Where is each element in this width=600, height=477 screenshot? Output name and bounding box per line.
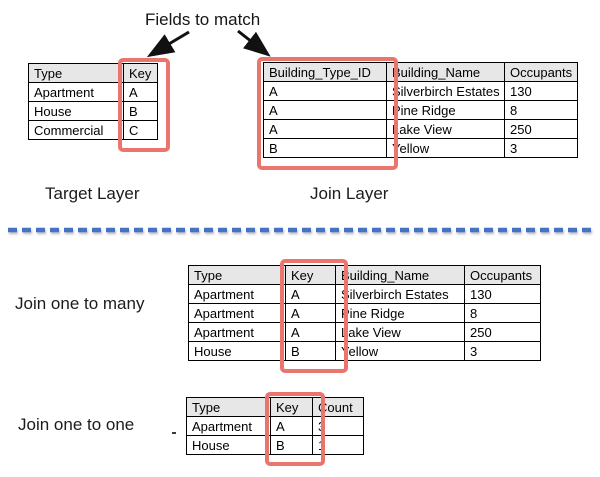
table-cell: A [285, 284, 336, 304]
table-cell: Yellow [386, 138, 505, 158]
column-header: Count [312, 397, 364, 417]
table-cell: 3 [312, 416, 364, 436]
table-cell: Apartment [28, 82, 124, 102]
column-header: Building_Name [335, 265, 465, 285]
table-cell: 1 [312, 435, 364, 455]
table-cell: C [123, 120, 158, 140]
table-cell: A [263, 119, 387, 139]
target-layer-label: Target Layer [45, 184, 140, 203]
stray-dot [172, 432, 176, 434]
table-cell: Lake View [386, 119, 505, 139]
table-cell: Apartment [188, 284, 286, 304]
table-cell: A [285, 303, 336, 323]
table-cell: A [270, 416, 313, 436]
table-cell: B [270, 435, 313, 455]
table-cell: Pine Ridge [335, 303, 465, 323]
column-header: Key [270, 397, 313, 417]
table-cell: Commercial [28, 120, 124, 140]
table-cell: A [263, 81, 387, 101]
table-cell: 8 [504, 100, 578, 120]
column-header: Building_Name [386, 62, 505, 82]
join-one-to-many-label: Join one to many [15, 294, 145, 313]
fields-to-match-title: Fields to match [145, 10, 261, 29]
arrow-to-target-key-icon [146, 30, 190, 58]
table-cell: House [186, 435, 271, 455]
table-cell: 250 [464, 322, 541, 342]
table-cell: Apartment [188, 303, 286, 323]
table-cell: B [123, 101, 158, 121]
section-divider-dashed-line [8, 227, 594, 233]
table-cell: B [263, 138, 387, 158]
table-cell: Silverbirch Estates [335, 284, 465, 304]
column-header: Type [188, 265, 286, 285]
table-cell: Lake View [335, 322, 465, 342]
column-header: Type [186, 397, 271, 417]
table-cell: 130 [504, 81, 578, 101]
table-cell: 3 [464, 341, 541, 361]
table-cell: Apartment [186, 416, 271, 436]
join-layer-label: Join Layer [310, 184, 389, 203]
table-cell: 8 [464, 303, 541, 323]
table-cell: Silverbirch Estates [386, 81, 505, 101]
column-header: Key [285, 265, 336, 285]
table-cell: House [28, 101, 124, 121]
table-cell: Apartment [188, 322, 286, 342]
table-cell: House [188, 341, 286, 361]
table-cell: B [285, 341, 336, 361]
table-cell: A [263, 100, 387, 120]
arrow-to-join-key-icon [237, 29, 271, 57]
table-cell: Yellow [335, 341, 465, 361]
join-one-to-one-label: Join one to one [18, 415, 135, 434]
table-cell: A [123, 82, 158, 102]
column-header: Type [28, 63, 124, 83]
table-cell: 3 [504, 138, 578, 158]
table-cell: 250 [504, 119, 578, 139]
table-cell: A [285, 322, 336, 342]
column-header: Key [123, 63, 158, 83]
table-cell: 130 [464, 284, 541, 304]
column-header: Occupants [464, 265, 541, 285]
column-header: Building_Type_ID [263, 62, 387, 82]
table-cell: Pine Ridge [386, 100, 505, 120]
column-header: Occupants [504, 62, 578, 82]
